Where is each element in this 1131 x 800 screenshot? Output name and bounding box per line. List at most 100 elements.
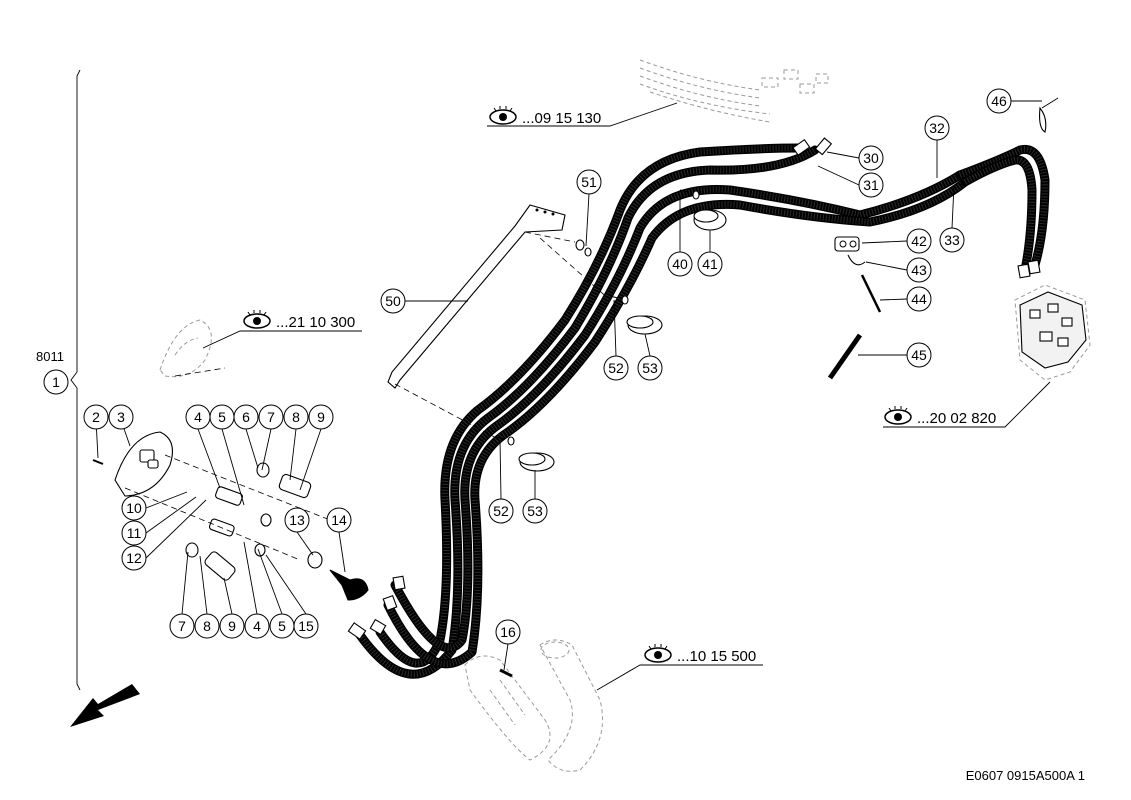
callout-circle: [83, 404, 109, 430]
callout-16[interactable]: 16: [495, 619, 521, 645]
callout-50[interactable]: 50: [380, 288, 406, 314]
callout-number: 30: [863, 150, 879, 166]
callout-number: 52: [608, 360, 624, 376]
callout-2[interactable]: 2: [83, 404, 109, 430]
leader-line: [199, 555, 208, 615]
callout-number: 41: [702, 256, 718, 272]
callout-11[interactable]: 11: [121, 520, 147, 546]
callout-41[interactable]: 41: [697, 251, 723, 277]
callout-53[interactable]: 53: [637, 355, 663, 381]
callout-circle: [121, 495, 147, 521]
callout-10[interactable]: 10: [121, 495, 147, 521]
leader-line: [145, 491, 188, 509]
callout-number: 7: [178, 618, 186, 634]
callout-13[interactable]: 13: [284, 507, 310, 533]
callout-number: 45: [911, 347, 927, 363]
callout-4[interactable]: 4: [185, 404, 211, 430]
callout-43[interactable]: 43: [906, 257, 932, 283]
leader-line: [145, 496, 197, 534]
callout-number: 8: [292, 409, 300, 425]
callout-number: 4: [194, 409, 202, 425]
cross-ref-top-text: ...09 15 130: [522, 110, 601, 127]
callout-number: 3: [117, 409, 125, 425]
callout-32[interactable]: 32: [924, 115, 950, 141]
callout-number: 40: [672, 256, 688, 272]
callout-circle: [284, 507, 310, 533]
callout-circle: [283, 404, 309, 430]
callout-number: 16: [500, 624, 516, 640]
callout-6[interactable]: 6: [233, 404, 259, 430]
leader-line: [861, 240, 908, 244]
callout-circle: [380, 288, 406, 314]
callout-45[interactable]: 45: [906, 342, 932, 368]
callout-circle: [233, 404, 259, 430]
callout-circle: [697, 251, 723, 277]
group-item-callout[interactable]: 1: [43, 369, 69, 395]
callout-12[interactable]: 12: [121, 545, 147, 571]
callout-circle: [858, 145, 884, 171]
cross-ref-top[interactable]: ...09 15 130: [487, 102, 678, 127]
callout-44[interactable]: 44: [906, 286, 932, 312]
callout-46[interactable]: 46: [986, 88, 1012, 114]
callout-8[interactable]: 8: [283, 404, 309, 430]
callout-51[interactable]: 51: [576, 169, 602, 195]
callout-circle: [121, 520, 147, 546]
callout-5[interactable]: 5: [209, 404, 235, 430]
callout-7[interactable]: 7: [169, 613, 195, 639]
callout-33[interactable]: 33: [939, 227, 965, 253]
leader-line: [879, 298, 908, 301]
group-bracket: 8011 1: [36, 69, 81, 691]
leader-line: [223, 577, 233, 615]
callout-number: 5: [218, 409, 226, 425]
ghost-valve-block: [1014, 284, 1091, 381]
leader-line: [644, 333, 651, 357]
callout-number: 53: [642, 360, 658, 376]
cross-ref-left-text: ...21 10 300: [276, 314, 355, 331]
leader-line: [503, 643, 509, 671]
leader-line: [299, 428, 322, 491]
callout-circle: [121, 545, 147, 571]
group-number: 8011: [36, 349, 64, 364]
callout-circle: [906, 228, 932, 254]
ghost-top-lines: [639, 59, 829, 123]
callout-9[interactable]: 9: [219, 613, 245, 639]
callout-circle: [637, 355, 663, 381]
leader-line: [817, 165, 860, 186]
small-parts: [495, 97, 1059, 678]
hose-bundle: [347, 137, 1050, 679]
callout-31[interactable]: 31: [858, 172, 884, 198]
callout-number: 46: [991, 93, 1007, 109]
callout-53[interactable]: 53: [522, 498, 548, 524]
callout-52[interactable]: 52: [603, 355, 629, 381]
callout-8[interactable]: 8: [194, 613, 220, 639]
callout-7[interactable]: 7: [258, 404, 284, 430]
callout-number: 12: [126, 550, 142, 566]
callout-circle: [986, 88, 1012, 114]
callout-number: 50: [385, 293, 401, 309]
callout-9[interactable]: 9: [308, 404, 334, 430]
callout-number: 10: [126, 500, 142, 516]
callout-number: 31: [863, 177, 879, 193]
callout-14[interactable]: 14: [326, 507, 352, 533]
eye-icon: [489, 106, 517, 125]
callout-number: 14: [331, 512, 347, 528]
callout-4[interactable]: 4: [244, 613, 270, 639]
callout-40[interactable]: 40: [667, 251, 693, 277]
callout-5[interactable]: 5: [269, 613, 295, 639]
callout-30[interactable]: 30: [858, 145, 884, 171]
cross-ref-left[interactable]: ...21 10 300: [202, 310, 362, 349]
drawing-code: E0607 0915A500A 1: [966, 768, 1085, 783]
callout-15[interactable]: 15: [293, 613, 319, 639]
leader-line: [289, 428, 297, 481]
callout-number: 33: [944, 232, 960, 248]
callout-3[interactable]: 3: [108, 404, 134, 430]
callout-circle: [924, 115, 950, 141]
cross-ref-right[interactable]: ...20 02 820: [883, 381, 1051, 428]
callout-52[interactable]: 52: [488, 498, 514, 524]
callout-circle: [169, 613, 195, 639]
callout-42[interactable]: 42: [906, 228, 932, 254]
callout-circle: [603, 355, 629, 381]
eye-icon: [644, 644, 672, 663]
cross-ref-bottom[interactable]: ...10 15 500: [596, 644, 763, 691]
